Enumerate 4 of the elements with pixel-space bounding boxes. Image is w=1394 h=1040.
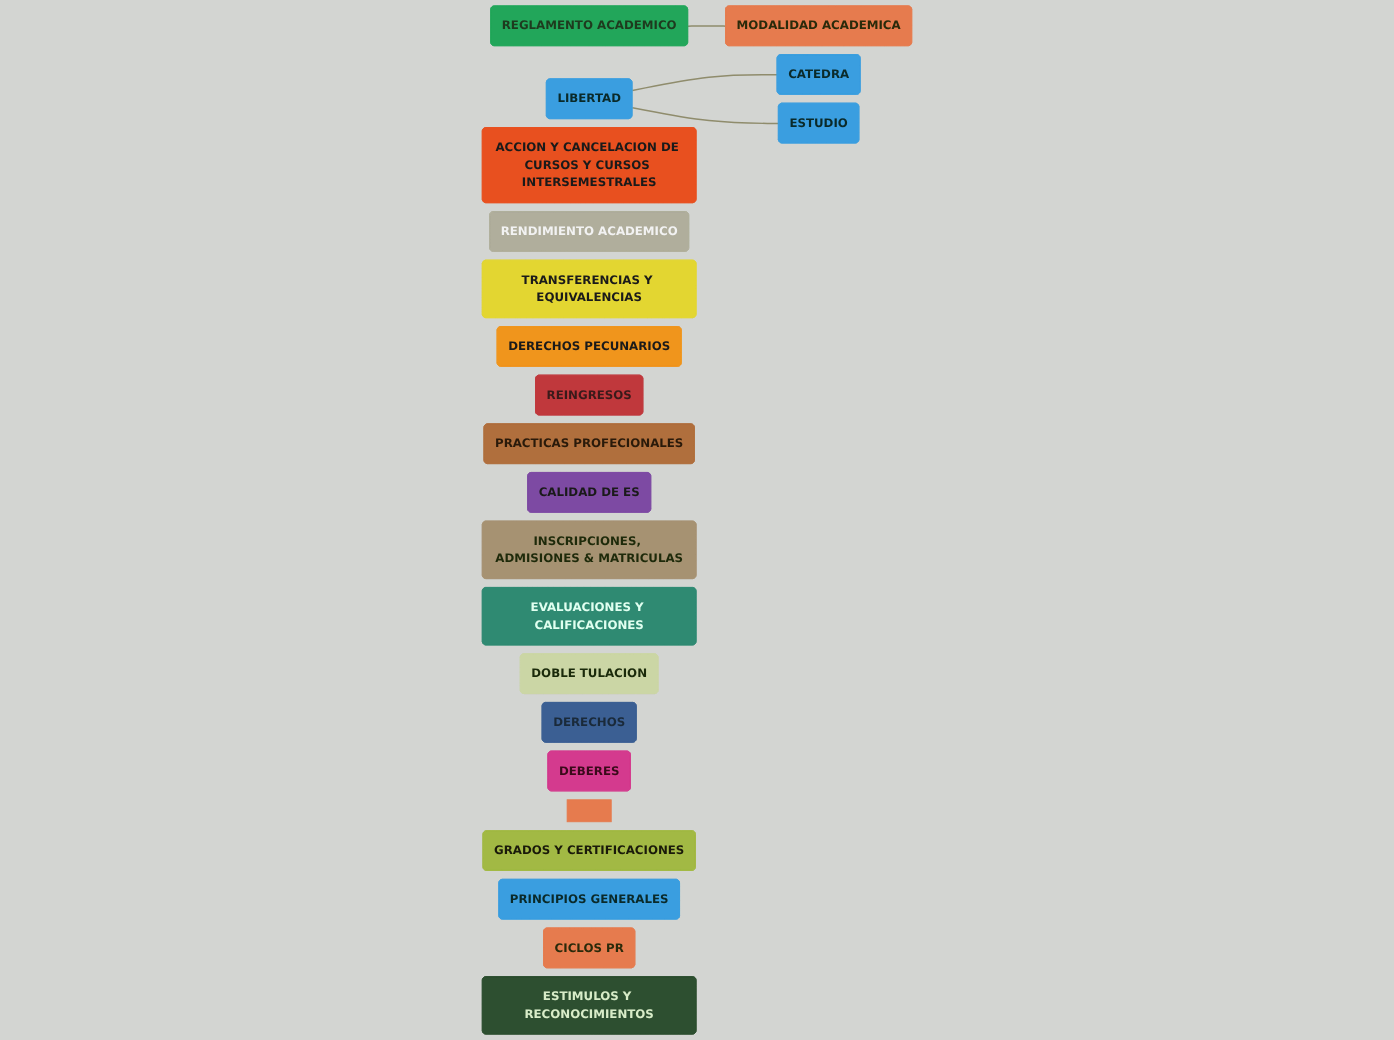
connector — [631, 106, 780, 125]
node-box — [566, 799, 612, 823]
connector — [631, 74, 779, 92]
connector — [687, 25, 727, 27]
